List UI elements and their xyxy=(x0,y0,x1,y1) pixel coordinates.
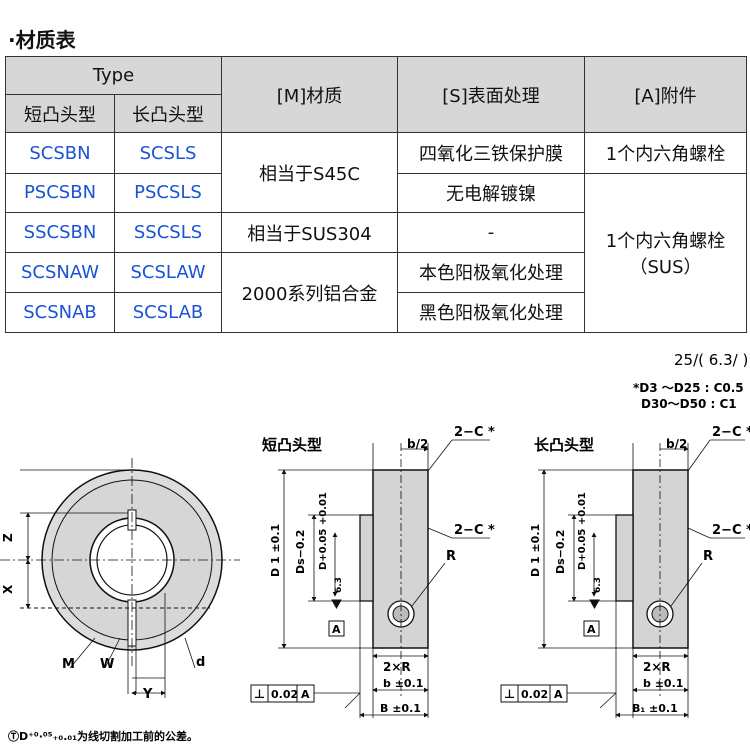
label-y: Y xyxy=(142,687,153,702)
header-material: [M]材质 xyxy=(221,55,398,134)
dim-z: Z xyxy=(1,533,15,542)
table-cell-long: SCSLAW xyxy=(114,252,222,293)
chamfer-callout-long: 2−C * xyxy=(712,425,750,440)
dim-2r: 2×R xyxy=(383,660,411,674)
tol-perp: ⊥ xyxy=(254,687,265,701)
header-type: Type xyxy=(5,55,222,96)
long-side-view xyxy=(500,439,745,718)
tol-value-long: 0.02 xyxy=(521,688,548,701)
front-view xyxy=(0,458,240,698)
datum-a-long: A xyxy=(587,623,596,636)
dim-ds: Ds−0.2 xyxy=(294,530,307,574)
table-cell-long: SCSLAB xyxy=(114,291,222,334)
tol-ref-long: A xyxy=(554,688,563,701)
dim-x: X xyxy=(1,584,15,594)
header-surface: [S]表面处理 xyxy=(397,55,585,134)
table-cell-short: SCSNAW xyxy=(5,252,115,293)
chamfer-note-2: D30～D50 : C1 xyxy=(641,397,737,411)
short-type-label: 短凸头型 xyxy=(262,436,322,454)
table-cell-material: 相当于SUS304 xyxy=(221,212,398,254)
technical-drawing: 25/( 6.3/ ) *D3 ～D25 : C0.5 D30～D50 : C1… xyxy=(0,351,750,743)
dim-b-long: b ±0.1 xyxy=(643,677,683,690)
table-cell-accessory: 1个内六角螺栓 （SUS） xyxy=(584,172,747,334)
dim-ds-long: Ds−0.2 xyxy=(554,530,567,574)
label-d: d xyxy=(196,655,205,670)
roughness-63-long: 6.3 xyxy=(593,577,603,593)
table-cell-surface: 无电解镀镍 xyxy=(397,172,585,214)
table-cell-long: SSCSLS xyxy=(114,212,222,254)
dim-d1-long: D 1 ±0.1 xyxy=(529,524,542,577)
tol-perp-long: ⊥ xyxy=(504,687,515,701)
dim-b2: b/2 xyxy=(407,437,428,451)
dim-b2-long: b/2 xyxy=(666,437,687,451)
table-cell-material: 相当于S45C xyxy=(221,132,398,214)
long-type-label: 长凸头型 xyxy=(534,436,594,454)
material-table: Type [M]材质 [S]表面处理 [A]附件 短凸头型 长凸头型 SCSBN… xyxy=(5,55,747,334)
dim-d-tol-long: D+0.05 +0.01 xyxy=(577,492,588,570)
table-cell-short: SSCSBN xyxy=(5,212,115,254)
dim-2r-long: 2×R xyxy=(643,660,671,674)
radius-r: R xyxy=(446,549,456,564)
roughness-symbol: 25/( 6.3/ ) xyxy=(674,351,748,369)
chamfer-callout-2: 2−C * xyxy=(454,523,495,538)
table-cell-short: PSCSBN xyxy=(5,172,115,214)
footnote: ⓉD⁺⁰·⁰⁵₊₀.₀₁为线切割加工前的公差。 xyxy=(8,729,198,743)
table-cell-short: SCSBN xyxy=(5,132,115,174)
dim-d-tol: D+0.05 +0.01 xyxy=(318,492,329,570)
dim-B1: B₁ ±0.1 xyxy=(632,702,678,715)
label-m: M xyxy=(62,657,75,672)
chamfer-callout: 2−C * xyxy=(454,425,495,440)
table-cell-short: SCSNAB xyxy=(5,291,115,334)
table-cell-material: 2000系列铝合金 xyxy=(221,252,398,333)
table-cell-surface: 本色阳极氧化处理 xyxy=(397,252,585,293)
chamfer-callout-long-2: 2−C * xyxy=(712,523,750,538)
header-accessory: [A]附件 xyxy=(584,55,747,134)
accessory-line-1: 1个内六角螺栓 xyxy=(605,230,726,252)
dim-B: B ±0.1 xyxy=(380,702,421,715)
tol-ref: A xyxy=(301,688,310,701)
accessory-line-2: （SUS） xyxy=(629,256,702,278)
table-cell-accessory: 1个内六角螺栓 xyxy=(584,132,747,174)
table-cell-surface: 黑色阳极氧化处理 xyxy=(397,291,585,334)
short-side-view xyxy=(250,439,490,718)
label-w: W xyxy=(100,657,114,672)
tol-value: 0.02 xyxy=(271,688,298,701)
table-cell-surface: - xyxy=(397,212,585,254)
table-cell-long: PSCSLS xyxy=(114,172,222,214)
radius-r-long: R xyxy=(703,549,713,564)
roughness-63: 6.3 xyxy=(334,577,344,593)
chamfer-note-1: *D3 ～D25 : C0.5 xyxy=(633,381,744,395)
header-long: 长凸头型 xyxy=(114,94,222,134)
section-title: ·材质表 xyxy=(8,28,76,52)
table-cell-surface: 四氧化三铁保护膜 xyxy=(397,132,585,174)
dim-b: b ±0.1 xyxy=(383,677,423,690)
table-cell-long: SCSLS xyxy=(114,132,222,174)
dim-d1: D 1 ±0.1 xyxy=(269,524,282,577)
top-border xyxy=(0,0,750,20)
datum-a: A xyxy=(332,623,341,636)
header-short: 短凸头型 xyxy=(5,94,115,134)
